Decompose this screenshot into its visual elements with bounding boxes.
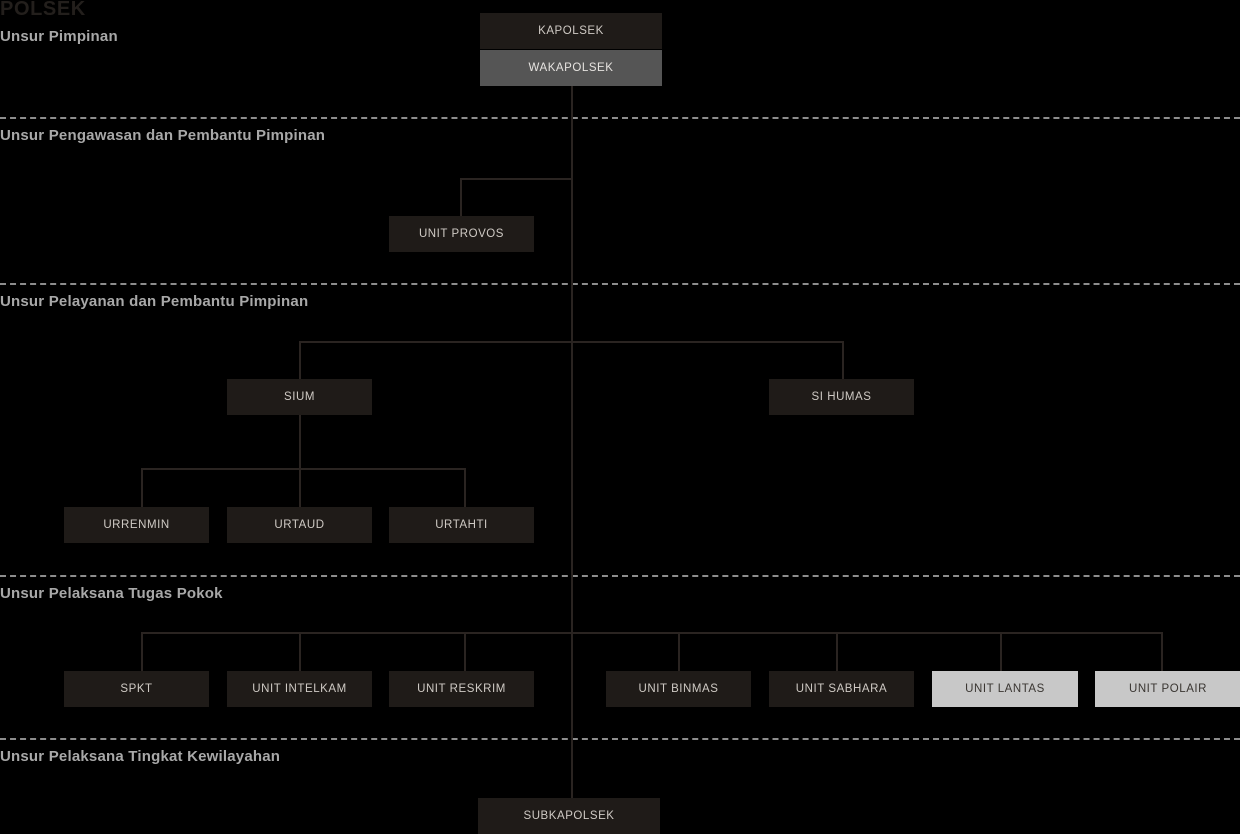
section-divider-2 [0,283,1240,285]
connector-urrenmin-drop [141,468,143,507]
connector-polair-drop [1161,632,1163,671]
connector-urtaud-drop [299,468,301,507]
connector-binmas-drop [678,632,680,671]
section-divider-1 [0,117,1240,119]
node-unit-sabhara[interactable]: UNIT SABHARA [769,671,914,707]
connector-reskrim-drop [464,632,466,671]
connector-intelkam-drop [299,632,301,671]
node-unit-reskrim[interactable]: UNIT RESKRIM [389,671,534,707]
node-subkapolsek[interactable]: SUBKAPOLSEK [478,798,660,834]
connector-sium-to-children [299,415,301,468]
node-si-humas[interactable]: SI HUMAS [769,379,914,415]
node-wakapolsek[interactable]: WAKAPOLSEK [480,50,662,86]
connector-provos-horizontal [460,178,573,180]
connector-urusan-horizontal [141,468,466,470]
node-sium[interactable]: SIUM [227,379,372,415]
section-label-pelaksana: Unsur Pelaksana Tugas Pokok [0,585,223,602]
node-kapolsek[interactable]: KAPOLSEK [480,13,662,49]
connector-sihumas-drop [842,341,844,379]
section-divider-4 [0,738,1240,740]
section-label-pelayanan: Unsur Pelayanan dan Pembantu Pimpinan [0,293,309,310]
section-label-pimpinan: Unsur Pimpinan [0,28,118,45]
node-unit-lantas[interactable]: UNIT LANTAS [932,671,1078,707]
node-urtahti[interactable]: URTAHTI [389,507,534,543]
connector-sabhara-drop [836,632,838,671]
section-divider-3 [0,575,1240,577]
node-spkt[interactable]: SPKT [64,671,209,707]
node-unit-binmas[interactable]: UNIT BINMAS [606,671,751,707]
connector-spkt-drop [141,632,143,671]
section-label-kewilayahan: Unsur Pelaksana Tingkat Kewilayahan [0,748,281,765]
connector-provos-vertical [460,178,462,216]
node-urtaud[interactable]: URTAUD [227,507,372,543]
node-unit-polair[interactable]: UNIT POLAIR [1095,671,1240,707]
connector-pelaksana-horizontal [141,632,1162,634]
connector-lantas-drop [1000,632,1002,671]
connector-main-trunk [571,86,573,800]
connector-urtahti-drop [464,468,466,507]
connector-pelayanan-horizontal [299,341,844,343]
connector-sium-drop [299,341,301,379]
node-unit-intelkam[interactable]: UNIT INTELKAM [227,671,372,707]
page-title: POLSEK [0,0,86,20]
node-unit-provos[interactable]: UNIT PROVOS [389,216,534,252]
node-urrenmin[interactable]: URRENMIN [64,507,209,543]
section-label-pengawasan: Unsur Pengawasan dan Pembantu Pimpinan [0,127,326,144]
